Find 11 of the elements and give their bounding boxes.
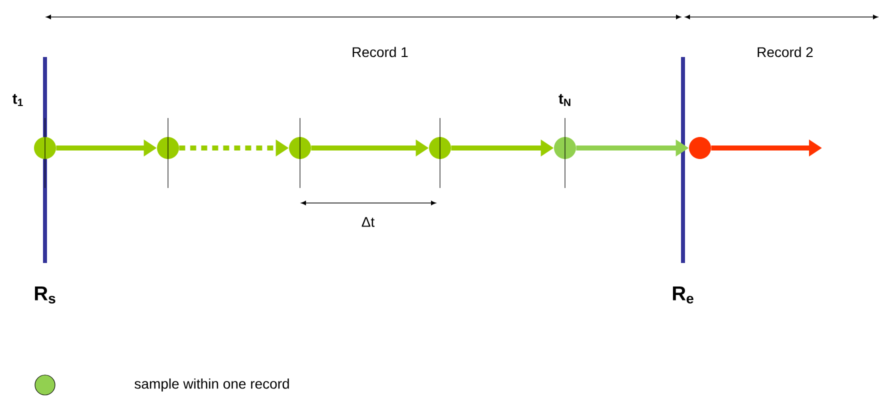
sample-dot <box>34 137 56 159</box>
record-label: Record 2 <box>758 46 813 58</box>
legend-text: sample within one record <box>134 378 289 392</box>
interval-label: Δt <box>362 217 375 227</box>
boundary-label: R$_{s}$ <box>34 286 56 304</box>
time-label: t$_{N}$ <box>558 94 570 106</box>
time-label: t$_{1}$ <box>12 94 23 106</box>
record-label: Record 1 <box>352 46 408 58</box>
boundary-label: R$_{e}$ <box>672 286 694 304</box>
sample-dot <box>689 137 711 159</box>
sample-dot <box>554 137 576 159</box>
